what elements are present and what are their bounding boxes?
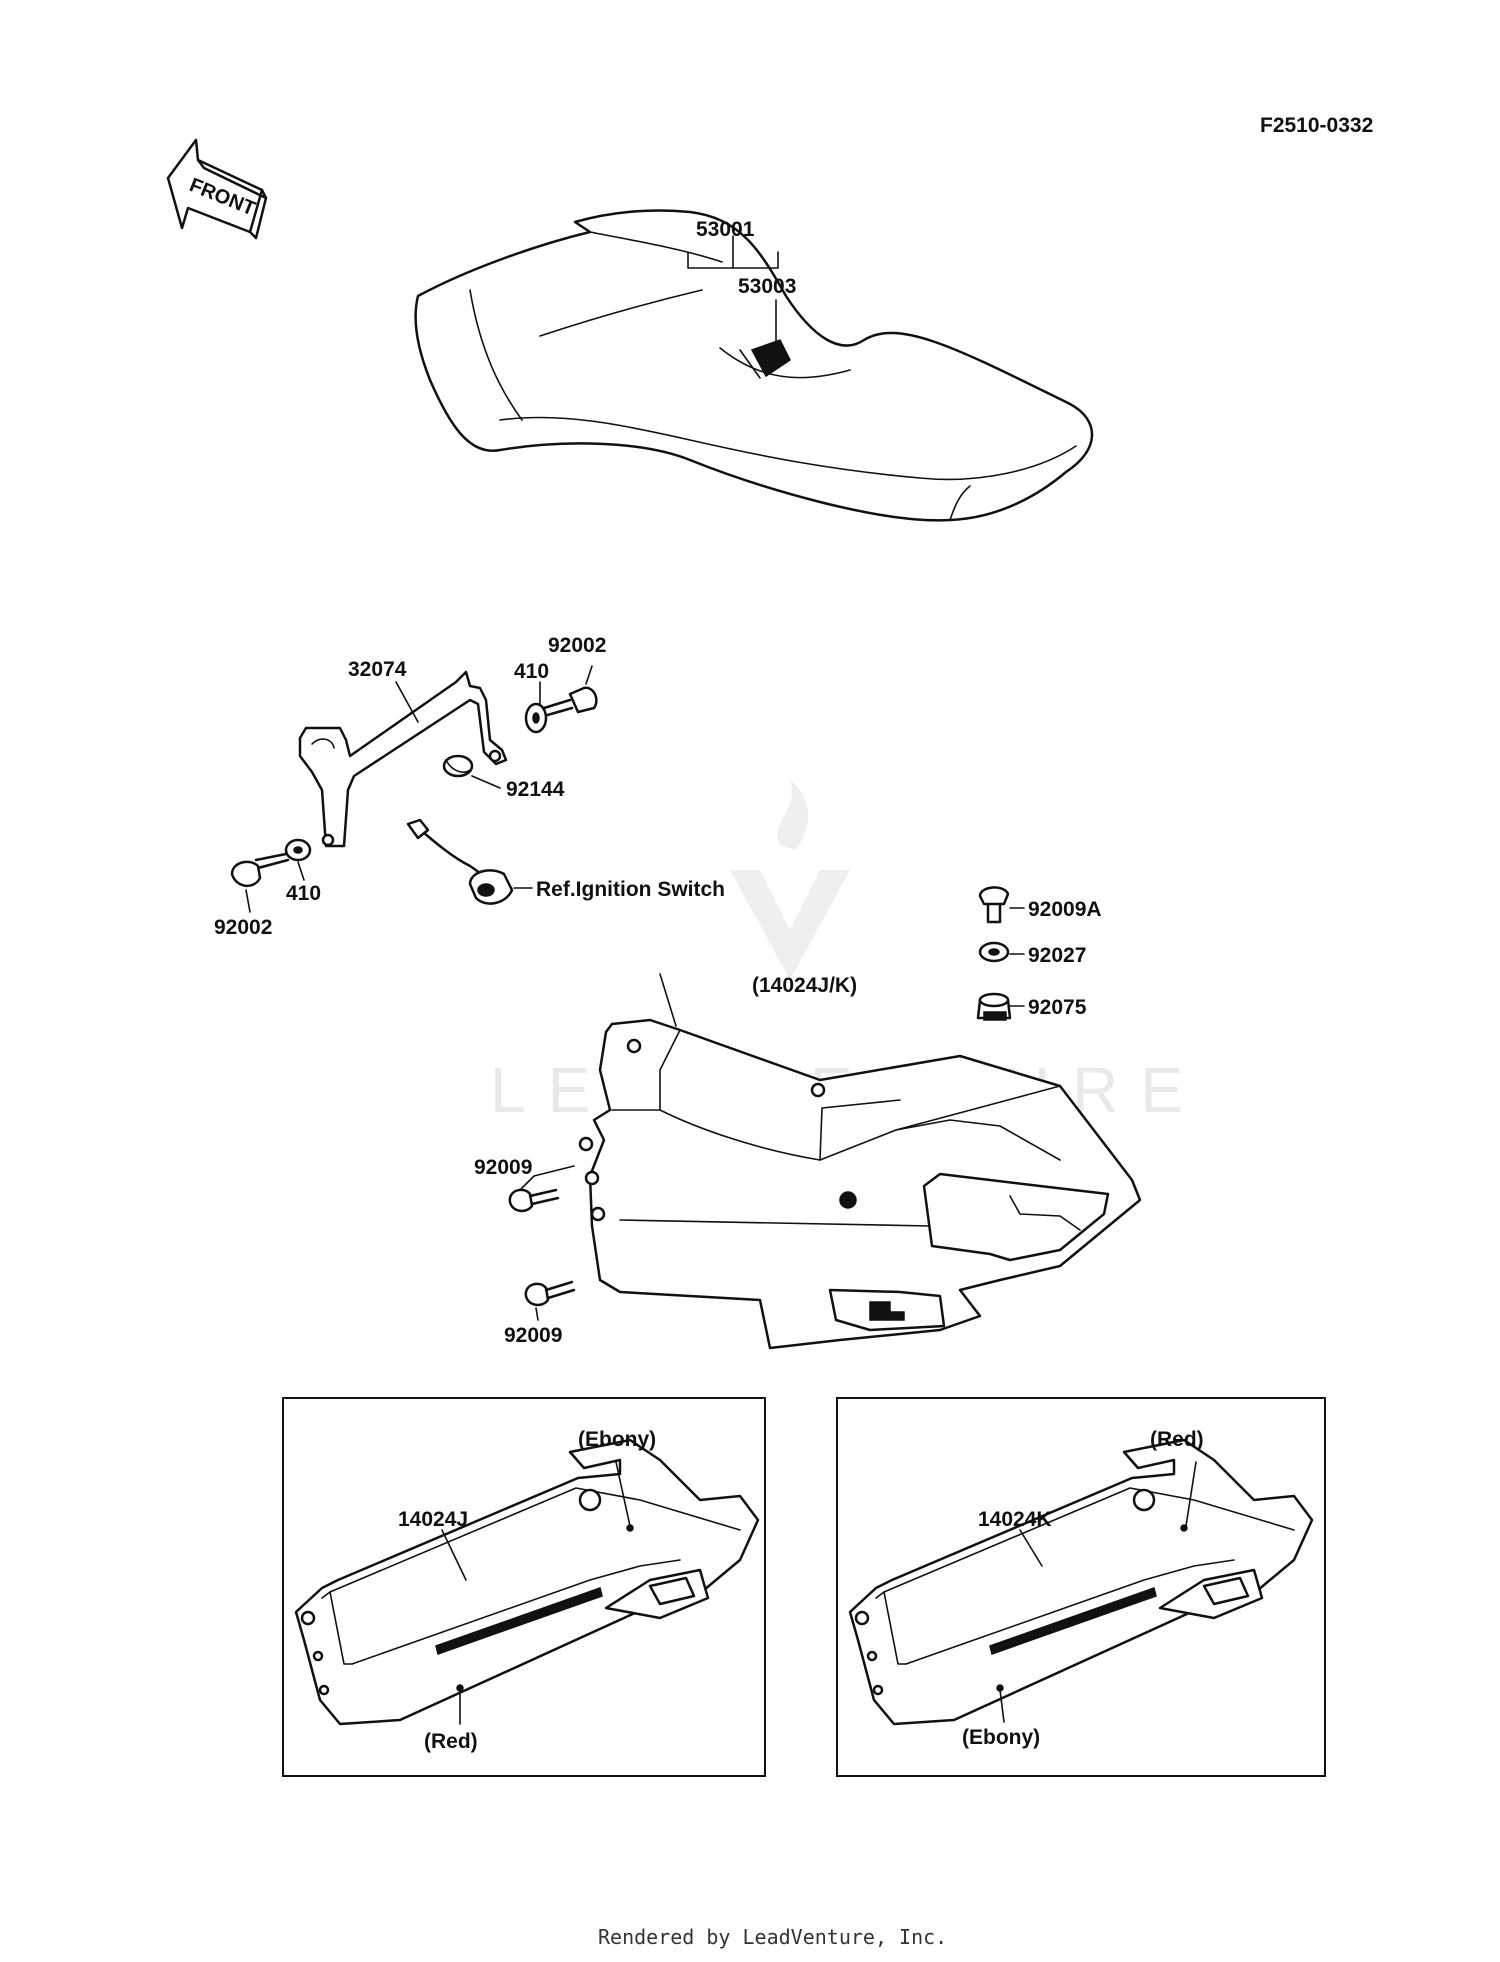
label-left-lower-color: (Red) bbox=[424, 1730, 478, 1753]
leader-410-lower bbox=[297, 861, 305, 881]
label-53003: 53003 bbox=[738, 275, 796, 298]
label-92075: 92075 bbox=[1028, 996, 1087, 1019]
cover-14024J bbox=[294, 1438, 760, 1726]
leader-right-lower-color bbox=[999, 1689, 1005, 1723]
seat-callout-lines bbox=[687, 235, 779, 345]
ignition-cable bbox=[406, 818, 514, 905]
leader-left-upper-color bbox=[615, 1461, 631, 1527]
leader-92144 bbox=[471, 775, 501, 789]
reference-code: F2510-0332 bbox=[1260, 114, 1373, 137]
screw-92009-lower bbox=[524, 1280, 576, 1307]
variant-panel-left bbox=[282, 1397, 766, 1777]
label-left-upper-color: (Ebony) bbox=[578, 1428, 656, 1451]
cover-14024K bbox=[848, 1438, 1314, 1726]
label-410-lower: 410 bbox=[286, 882, 321, 905]
label-ref-ignition-switch: Ref.Ignition Switch bbox=[536, 878, 725, 901]
leader-92009-lower bbox=[535, 1307, 539, 1321]
label-53001: 53001 bbox=[696, 218, 755, 241]
spring bbox=[442, 754, 474, 778]
label-92027: 92027 bbox=[1028, 944, 1086, 967]
leader-14024K bbox=[1019, 1529, 1043, 1567]
bolt-lower bbox=[230, 852, 290, 887]
label-right-upper-color: (Red) bbox=[1150, 1428, 1204, 1451]
label-410-upper: 410 bbox=[514, 660, 549, 683]
leader-14024J bbox=[441, 1529, 467, 1581]
bolt-upper bbox=[542, 686, 598, 718]
label-92009-lower: 92009 bbox=[504, 1324, 562, 1347]
leader-14024JK bbox=[659, 973, 677, 1027]
label-92144: 92144 bbox=[506, 778, 565, 801]
washer-upper bbox=[524, 702, 548, 734]
label-92009A: 92009A bbox=[1028, 898, 1102, 921]
damper-92075 bbox=[976, 992, 1012, 1021]
leader-92002-lower bbox=[245, 889, 251, 913]
label-92002-lower: 92002 bbox=[214, 916, 272, 939]
washer-92027 bbox=[978, 941, 1010, 963]
label-92002-upper: 92002 bbox=[548, 634, 606, 657]
label-right-lower-color: (Ebony) bbox=[962, 1726, 1040, 1749]
washer-lower bbox=[284, 838, 312, 862]
leader-32074 bbox=[395, 681, 419, 723]
footer-credit: Rendered by LeadVenture, Inc. bbox=[598, 1925, 947, 1949]
label-92009-upper: 92009 bbox=[474, 1156, 532, 1179]
label-14024K: 14024K bbox=[978, 1508, 1052, 1531]
tail-cover bbox=[578, 1018, 1142, 1350]
label-32074: 32074 bbox=[348, 658, 407, 681]
seat-illustration bbox=[414, 209, 1094, 522]
front-arrow-icon: FRONT bbox=[166, 138, 268, 240]
label-14024J: 14024J bbox=[398, 1508, 468, 1531]
seat-lock-hook bbox=[298, 670, 508, 848]
front-arrow-label: FRONT bbox=[186, 174, 258, 220]
leader-right-upper-color bbox=[1185, 1461, 1197, 1527]
variant-panel-right bbox=[836, 1397, 1326, 1777]
leader-92002-upper bbox=[585, 665, 593, 685]
screw-92009-upper bbox=[508, 1188, 560, 1213]
label-14024JK: (14024J/K) bbox=[752, 974, 857, 997]
screw-92009A bbox=[978, 886, 1010, 924]
leader-92009-upper bbox=[519, 1165, 575, 1191]
